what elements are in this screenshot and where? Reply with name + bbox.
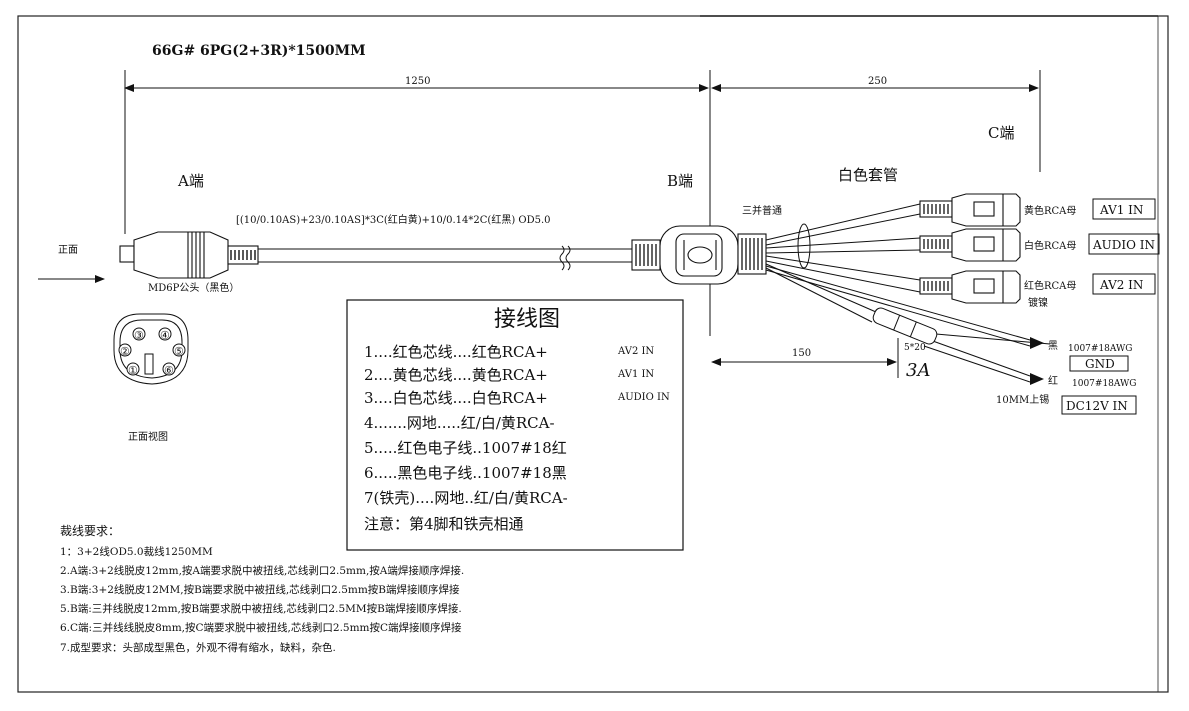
end-a-label: A端 [177, 172, 204, 190]
md6p-plug [119, 231, 259, 279]
requirement-item: 6.C端:三并线线脱皮8mm,按C端要求脱中被扭线,芯线剥口2.5mm按C端焊接… [60, 621, 462, 634]
pin-number: ③ [134, 329, 144, 342]
fuse-amp-label: 3A [906, 360, 930, 381]
front-label: 正面 [58, 245, 78, 256]
dimension-lines [124, 70, 1041, 378]
dc-box [1061, 395, 1137, 415]
wiring-box [346, 299, 684, 551]
pin-number: ② [120, 345, 130, 358]
tin-label: 10MM上锡 [996, 393, 1049, 406]
port-label-av1: AV1 IN [1099, 203, 1143, 217]
nickel-label: 镀镍 [1028, 296, 1048, 309]
wiring-line: 3....白色芯线....白色RCA+ [364, 389, 548, 407]
b-end-molding [631, 225, 767, 285]
rca-connector-red [919, 270, 1021, 304]
cable-spec: [(10/0.10AS)+23/0.10AS]*3C(红白黄)+10/0.14*… [236, 213, 551, 226]
wiring-line: 5.....红色电子线..1007#18红 [364, 439, 567, 457]
wiring-title: 接线图 [494, 307, 560, 332]
requirement-item: 7.成型要求：头部成型黑色，外观不得有缩水，缺料，杂色. [60, 641, 336, 654]
fuse-holder [872, 307, 938, 345]
requirement-item: 5.B端:三并线脱皮12mm,按B端要求脱中被扭线,芯线剥口2.5MM按B端焊接… [60, 602, 462, 615]
connector-female-label: 白色RCA母 [1024, 239, 1076, 252]
black-wire-mark: 黑 [1048, 340, 1058, 352]
wire-tips [1030, 337, 1044, 385]
rca-connector-white [919, 228, 1021, 262]
end-b-label: B端 [667, 172, 693, 190]
dimension-1250: 1250 [405, 76, 430, 87]
branch-wires [765, 203, 1051, 383]
wiring-line: 4.......网地.....红/白/黄RCA- [364, 414, 555, 432]
gnd-label: GND [1085, 357, 1115, 371]
port-box-av1 [1092, 198, 1156, 220]
port-label-av2: AV2 IN [1099, 278, 1143, 292]
gnd-box [1069, 355, 1129, 372]
part-title: 66G# 6PG(2+3R)*1500MM [152, 43, 366, 59]
plug-label: MD6P公头（黑色） [148, 281, 239, 294]
port-box-av2 [1092, 273, 1156, 295]
drawing-frame [17, 15, 1169, 693]
requirements-heading: 裁线要求： [60, 524, 120, 538]
connector-female-label: 红色RCA母 [1024, 279, 1076, 292]
wiring-line: 2....黄色芯线....黄色RCA+ [364, 366, 548, 384]
wiring-line: 7(铁壳)....网地..红/白/黄RCA- [364, 489, 568, 507]
wiring-line: 6.....黑色电子线..1007#18黑 [364, 464, 567, 482]
din-front-view [113, 313, 189, 385]
pin-number: ⑤ [174, 345, 184, 358]
port-label-audio: AUDIO IN [1092, 238, 1155, 252]
connector-female-label: 黄色RCA母 [1024, 204, 1076, 217]
black-wire-spec: 1007#18AWG [1068, 344, 1132, 354]
rca-connector-yellow [919, 193, 1021, 227]
wiring-line-tag: AV2 IN [617, 346, 654, 357]
wiring-line: 1....红色芯线....红色RCA+ [364, 343, 548, 361]
dc-label: DC12V IN [1066, 399, 1128, 413]
three-wire-label: 三并普通 [742, 204, 782, 217]
dimension-250: 250 [868, 76, 887, 87]
pin-number: ⑥ [164, 364, 174, 377]
requirement-item: 2.A端:3+2线脱皮12mm,按A端要求脱中被扭线,芯线剥口2.5mm,按A端… [60, 564, 464, 577]
front-view-label: 正面视图 [128, 430, 168, 443]
wiring-line-tag: AUDIO IN [617, 392, 670, 403]
pin-number: ④ [160, 329, 170, 342]
end-c-label: C端 [988, 124, 1014, 142]
pin-number: ① [128, 364, 138, 377]
port-box-audio [1088, 233, 1160, 255]
wiring-line-tag: AV1 IN [617, 369, 654, 380]
main-cable [258, 245, 632, 271]
wiring-line: 注意：第4脚和铁壳相通 [364, 515, 524, 533]
requirement-item: 3.B端:3+2线脱皮12MM,按B端要求脱中被扭线,芯线剥口2.5mm按B端焊… [60, 583, 460, 596]
red-wire-mark: 红 [1048, 374, 1058, 387]
requirement-item: 1：3+2线OD5.0裁线1250MM [60, 545, 213, 558]
dimension-150: 150 [792, 348, 811, 359]
fuse-spec-label: 5*20 [904, 343, 926, 353]
white-sleeve-label: 白色套管 [838, 166, 898, 184]
red-wire-spec: 1007#18AWG [1072, 379, 1136, 389]
